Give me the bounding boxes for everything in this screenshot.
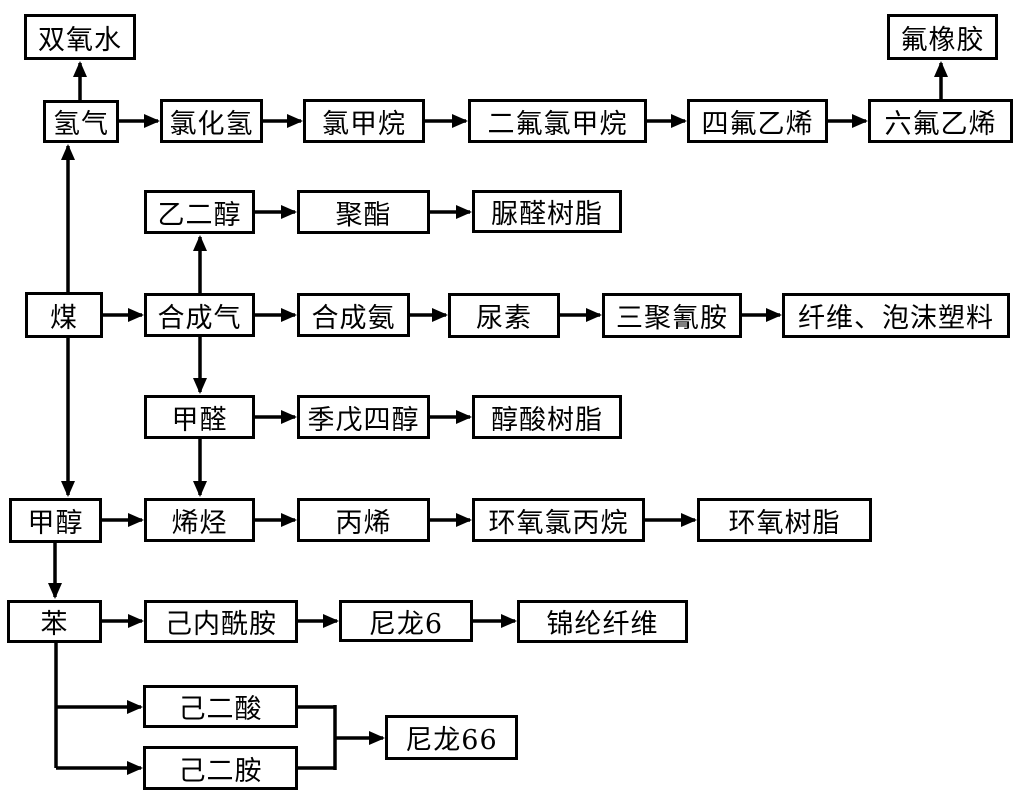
node-melamine: 三聚氰胺 — [602, 293, 742, 338]
node-difluorochloromethane: 二氟氯甲烷 — [468, 99, 647, 143]
node-urea-formaldehyde-resin: 脲醛树脂 — [472, 190, 622, 233]
node-hexafluoroethylene: 六氟乙烯 — [868, 99, 1013, 143]
node-alkyd-resin: 醇酸树脂 — [472, 395, 622, 439]
node-olefins: 烯烃 — [144, 498, 255, 542]
node-ethylene-glycol: 乙二醇 — [144, 190, 255, 234]
node-urea: 尿素 — [448, 293, 560, 338]
node-epoxy-resin: 环氧树脂 — [697, 498, 872, 542]
node-tetrafluoroethylene: 四氟乙烯 — [687, 99, 828, 143]
node-hydrogen: 氢气 — [43, 100, 119, 143]
node-formaldehyde: 甲醛 — [144, 395, 255, 439]
node-hydrogen-peroxide: 双氧水 — [24, 14, 136, 60]
node-fluororubber: 氟橡胶 — [887, 14, 998, 60]
node-benzene: 苯 — [7, 600, 102, 643]
node-polyamide-fiber: 锦纶纤维 — [517, 600, 688, 643]
node-pentaerythritol: 季戊四醇 — [297, 395, 430, 439]
node-epichlorohydrin: 环氧氯丙烷 — [472, 498, 645, 542]
node-coal: 煤 — [25, 292, 103, 338]
node-adipic-acid: 己二酸 — [143, 685, 298, 728]
node-syngas: 合成气 — [144, 293, 255, 337]
node-methanol: 甲醇 — [9, 498, 102, 543]
node-propylene: 丙烯 — [297, 498, 430, 542]
node-caprolactam: 己内酰胺 — [144, 600, 298, 643]
node-hydrogen-chloride: 氯化氢 — [160, 99, 263, 143]
node-synthetic-ammonia: 合成氨 — [297, 293, 410, 337]
node-fiber-foam-plastic: 纤维、泡沫塑料 — [782, 293, 1010, 338]
node-nylon6: 尼龙6 — [339, 600, 473, 642]
node-hexamethylenediamine: 己二胺 — [143, 746, 298, 790]
node-nylon66: 尼龙66 — [385, 715, 518, 760]
node-chloromethane: 氯甲烷 — [303, 99, 425, 143]
node-polyester: 聚酯 — [297, 190, 430, 234]
